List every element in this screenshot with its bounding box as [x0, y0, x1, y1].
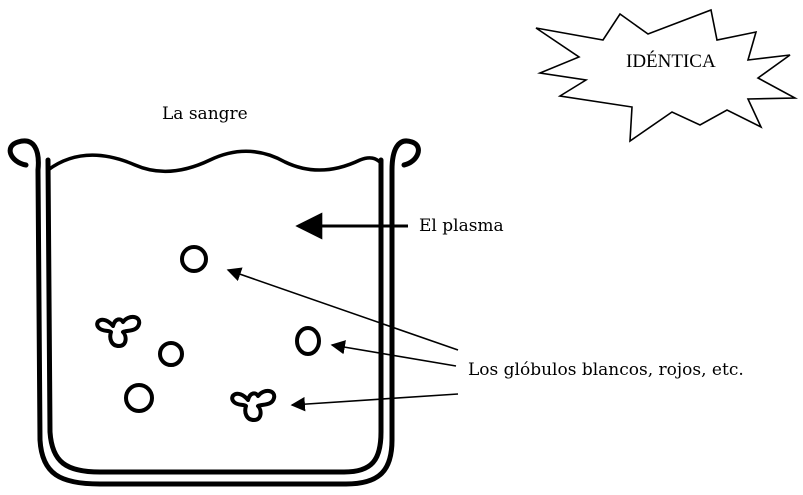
cells-label: Los glóbulos blancos, rojos, etc.	[468, 362, 744, 379]
beaker-outer-outline	[10, 141, 418, 484]
stamp-label: IDÉNTICA	[626, 52, 716, 71]
blood-cell-trilobed	[232, 391, 274, 420]
beaker-inner-outline	[48, 160, 381, 472]
plasma-label: El plasma	[419, 218, 504, 235]
cells-arrow-top	[228, 270, 458, 350]
diagram-title: La sangre	[162, 106, 248, 123]
blood-cell-trilobed	[97, 317, 139, 346]
blood-cell-round	[160, 343, 182, 365]
plasma-surface-line	[48, 151, 381, 171]
starburst-stamp-shape	[536, 10, 795, 141]
blood-cell-round	[297, 328, 319, 354]
blood-cell-round	[126, 385, 152, 411]
blood-cell-round	[182, 247, 206, 271]
cells-arrow-bottom	[292, 394, 458, 405]
